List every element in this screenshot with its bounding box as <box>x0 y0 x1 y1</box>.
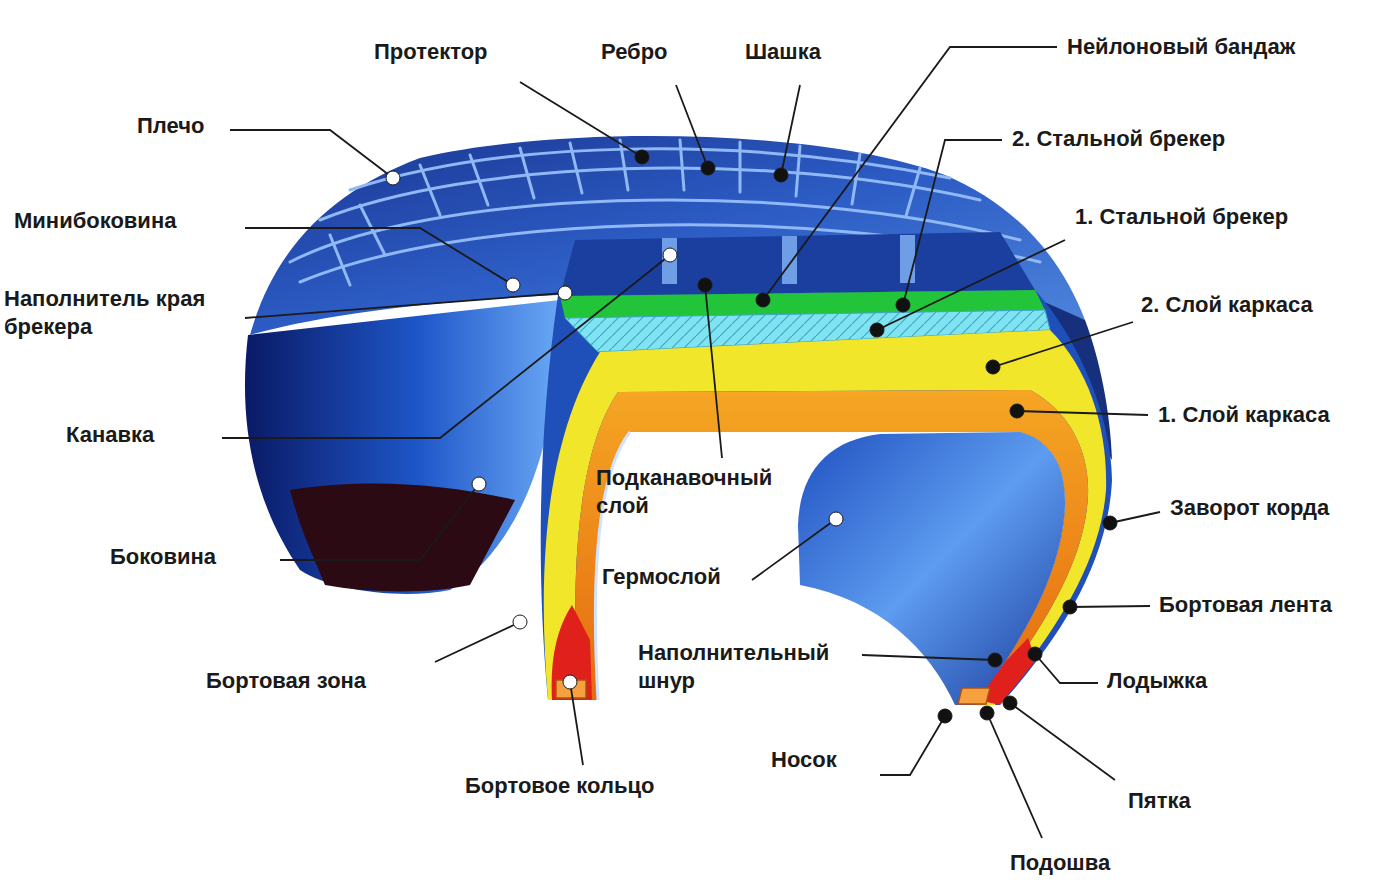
lateral-groove <box>570 143 582 193</box>
part-label: 1. Слой каркаса <box>1158 401 1330 429</box>
part-label: Бортовая лента <box>1159 591 1332 619</box>
leader-line <box>763 47 1057 300</box>
lateral-groove <box>330 235 350 285</box>
callout-dot <box>870 323 884 337</box>
part-label: Шашка <box>745 38 821 66</box>
callout-dot <box>986 360 1000 374</box>
callout-dot <box>698 278 712 292</box>
tread-surface <box>250 136 1085 335</box>
callout-dot <box>829 512 843 526</box>
part-label: Пятка <box>1128 787 1191 815</box>
leader-line <box>752 519 836 580</box>
callout-dot <box>988 653 1002 667</box>
part-label: Наполнитель края брекера <box>4 285 239 341</box>
leader-line <box>781 85 800 175</box>
part-label: Плечо <box>137 112 204 140</box>
leader-line <box>903 140 1002 305</box>
part-label: Подканавочный слой <box>596 464 811 520</box>
lateral-groove <box>420 165 440 215</box>
part-label: Лодыжка <box>1107 667 1207 695</box>
carcass-ply-inner <box>575 390 1088 705</box>
part-label: Носок <box>771 746 837 774</box>
part-label: Заворот корда <box>1170 494 1329 522</box>
part-label: 2. Слой каркаса <box>1141 291 1313 319</box>
callout-dot <box>938 709 952 723</box>
leader-line <box>245 228 513 285</box>
part-label: Бортовое кольцо <box>465 772 654 800</box>
carcass-ply-outer <box>544 330 1106 705</box>
part-label: 2. Стальной брекер <box>1012 125 1225 153</box>
leader-line <box>280 484 479 560</box>
callout-dot <box>774 168 788 182</box>
part-label: Боковина <box>110 543 216 571</box>
leader-lines <box>222 47 1160 838</box>
bead-filler <box>552 605 592 700</box>
part-label: Гермослой <box>602 563 721 591</box>
leader-line <box>1010 703 1115 780</box>
sidewall-shadow <box>290 483 515 591</box>
part-label: 1. Стальной брекер <box>1075 203 1288 231</box>
leader-line <box>1110 512 1160 523</box>
callout-dot <box>756 293 770 307</box>
callout-dot <box>1003 696 1017 710</box>
leader-line <box>877 240 1065 330</box>
tread-channel <box>900 235 915 283</box>
inner-liner <box>798 432 1065 705</box>
lateral-groove <box>520 148 534 198</box>
part-label: Нейлоновый бандаж <box>1067 33 1295 61</box>
lateral-groove <box>470 155 488 205</box>
lateral-groove <box>360 205 385 255</box>
lateral-groove <box>796 146 800 196</box>
callout-dot <box>980 706 994 720</box>
tread-channel <box>782 236 797 284</box>
callout-dot <box>472 477 486 491</box>
callout-dot <box>558 286 572 300</box>
lateral-groove <box>906 168 920 216</box>
leader-line <box>1035 654 1098 683</box>
leader-line <box>570 682 583 765</box>
leader-line <box>880 716 945 775</box>
callout-dot <box>663 248 677 262</box>
lateral-groove <box>739 142 742 192</box>
leader-line <box>230 130 393 178</box>
leader-line <box>676 85 708 168</box>
callout-dot <box>701 161 715 175</box>
bead-ring <box>958 688 990 704</box>
part-label: Наполнительный шнур <box>638 639 858 695</box>
callout-dot <box>896 298 910 312</box>
leader-line <box>222 255 670 438</box>
part-label: Канавка <box>66 421 154 449</box>
callout-dot <box>1103 516 1117 530</box>
leader-line <box>705 285 722 458</box>
callout-dot <box>635 150 649 164</box>
leader-line <box>1017 411 1148 415</box>
callout-dot <box>563 675 577 689</box>
callout-dot <box>1028 647 1042 661</box>
callout-dot <box>506 278 520 292</box>
leader-line <box>987 713 1042 838</box>
leader-line <box>862 655 995 660</box>
part-label: Минибоковина <box>14 207 176 235</box>
part-label: Ребро <box>601 38 668 66</box>
section-base <box>541 290 1112 705</box>
tread-channel <box>662 238 677 284</box>
circumferential-groove <box>320 168 980 220</box>
leader-line <box>1070 606 1150 607</box>
callout-dot <box>1010 404 1024 418</box>
leader-line <box>993 322 1133 367</box>
callout-dot <box>386 171 400 185</box>
back-sidewall <box>245 300 560 594</box>
part-label: Бортовая зона <box>206 667 366 695</box>
leader-line <box>245 293 565 318</box>
leader-line <box>520 82 642 157</box>
part-label: Протектор <box>374 38 488 66</box>
callout-dot <box>1063 600 1077 614</box>
lateral-groove <box>680 140 684 190</box>
part-label: Подошва <box>1010 849 1110 877</box>
leader-line <box>435 622 520 662</box>
callout-dot <box>513 615 527 629</box>
callout-dots <box>386 150 1117 723</box>
